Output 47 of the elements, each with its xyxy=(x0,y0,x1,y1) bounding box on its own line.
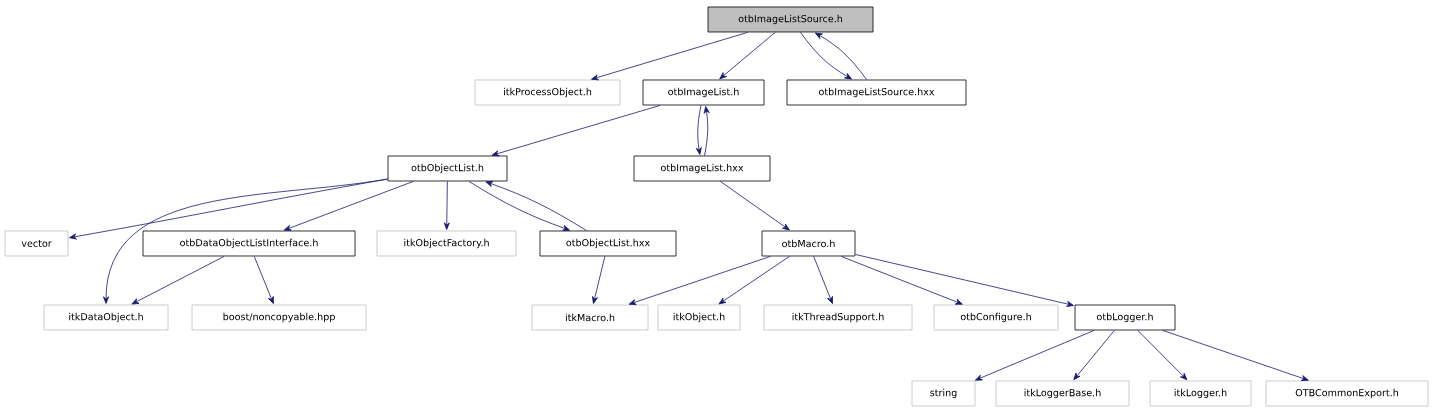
arrow xyxy=(491,105,661,157)
arrow xyxy=(703,106,710,156)
file-box: itkLogger.h xyxy=(1149,380,1252,407)
arrow xyxy=(718,256,790,305)
arrow xyxy=(443,181,450,230)
arrow xyxy=(1162,330,1309,381)
arrow xyxy=(253,256,274,304)
arrow xyxy=(840,256,963,305)
file-box: otbImageList.h xyxy=(642,79,765,106)
arrow xyxy=(1137,330,1188,381)
file-box: otbImageListSource.h xyxy=(707,6,874,33)
file-box: boost/noncopyable.hpp xyxy=(191,304,367,331)
arrow xyxy=(719,32,776,80)
file-box: itkObject.h xyxy=(657,304,741,331)
file-box: vector xyxy=(4,230,69,257)
arrow xyxy=(103,178,388,304)
file-box: OTBCommonExport.h xyxy=(1265,380,1429,407)
file-box: otbMacro.h xyxy=(761,230,856,257)
file-box: itkLoggerBase.h xyxy=(995,380,1130,407)
arrow xyxy=(974,330,1095,381)
arrow xyxy=(813,256,833,304)
file-box: otbDataObjectListInterface.h xyxy=(142,230,356,257)
file-box: itkProcessObject.h xyxy=(474,79,621,106)
file-box: string xyxy=(911,380,976,407)
file-box: otbImageList.hxx xyxy=(633,155,771,182)
file-box: otbObjectList.hxx xyxy=(539,230,677,257)
arrow xyxy=(815,32,867,80)
arrow xyxy=(628,256,771,305)
arrow xyxy=(1073,330,1115,381)
file-box: otbConfigure.h xyxy=(933,304,1059,331)
arrow xyxy=(131,256,225,305)
file-box: itkThreadSupport.h xyxy=(763,304,913,331)
file-box: otbObjectList.h xyxy=(387,155,508,182)
arrow xyxy=(855,254,1074,307)
arrow xyxy=(592,256,606,304)
file-box: itkDataObject.h xyxy=(43,304,169,331)
arrow xyxy=(485,181,587,231)
arrow xyxy=(800,32,853,80)
arrow xyxy=(719,181,790,231)
arrow xyxy=(283,181,414,231)
file-box: itkMacro.h xyxy=(531,304,649,331)
file-box: otbLogger.h xyxy=(1074,304,1176,331)
arrow xyxy=(695,105,702,155)
file-box: otbImageListSource.hxx xyxy=(786,79,967,106)
arrow xyxy=(591,32,748,81)
file-box: itkObjectFactory.h xyxy=(376,230,517,257)
arrow xyxy=(468,181,571,231)
